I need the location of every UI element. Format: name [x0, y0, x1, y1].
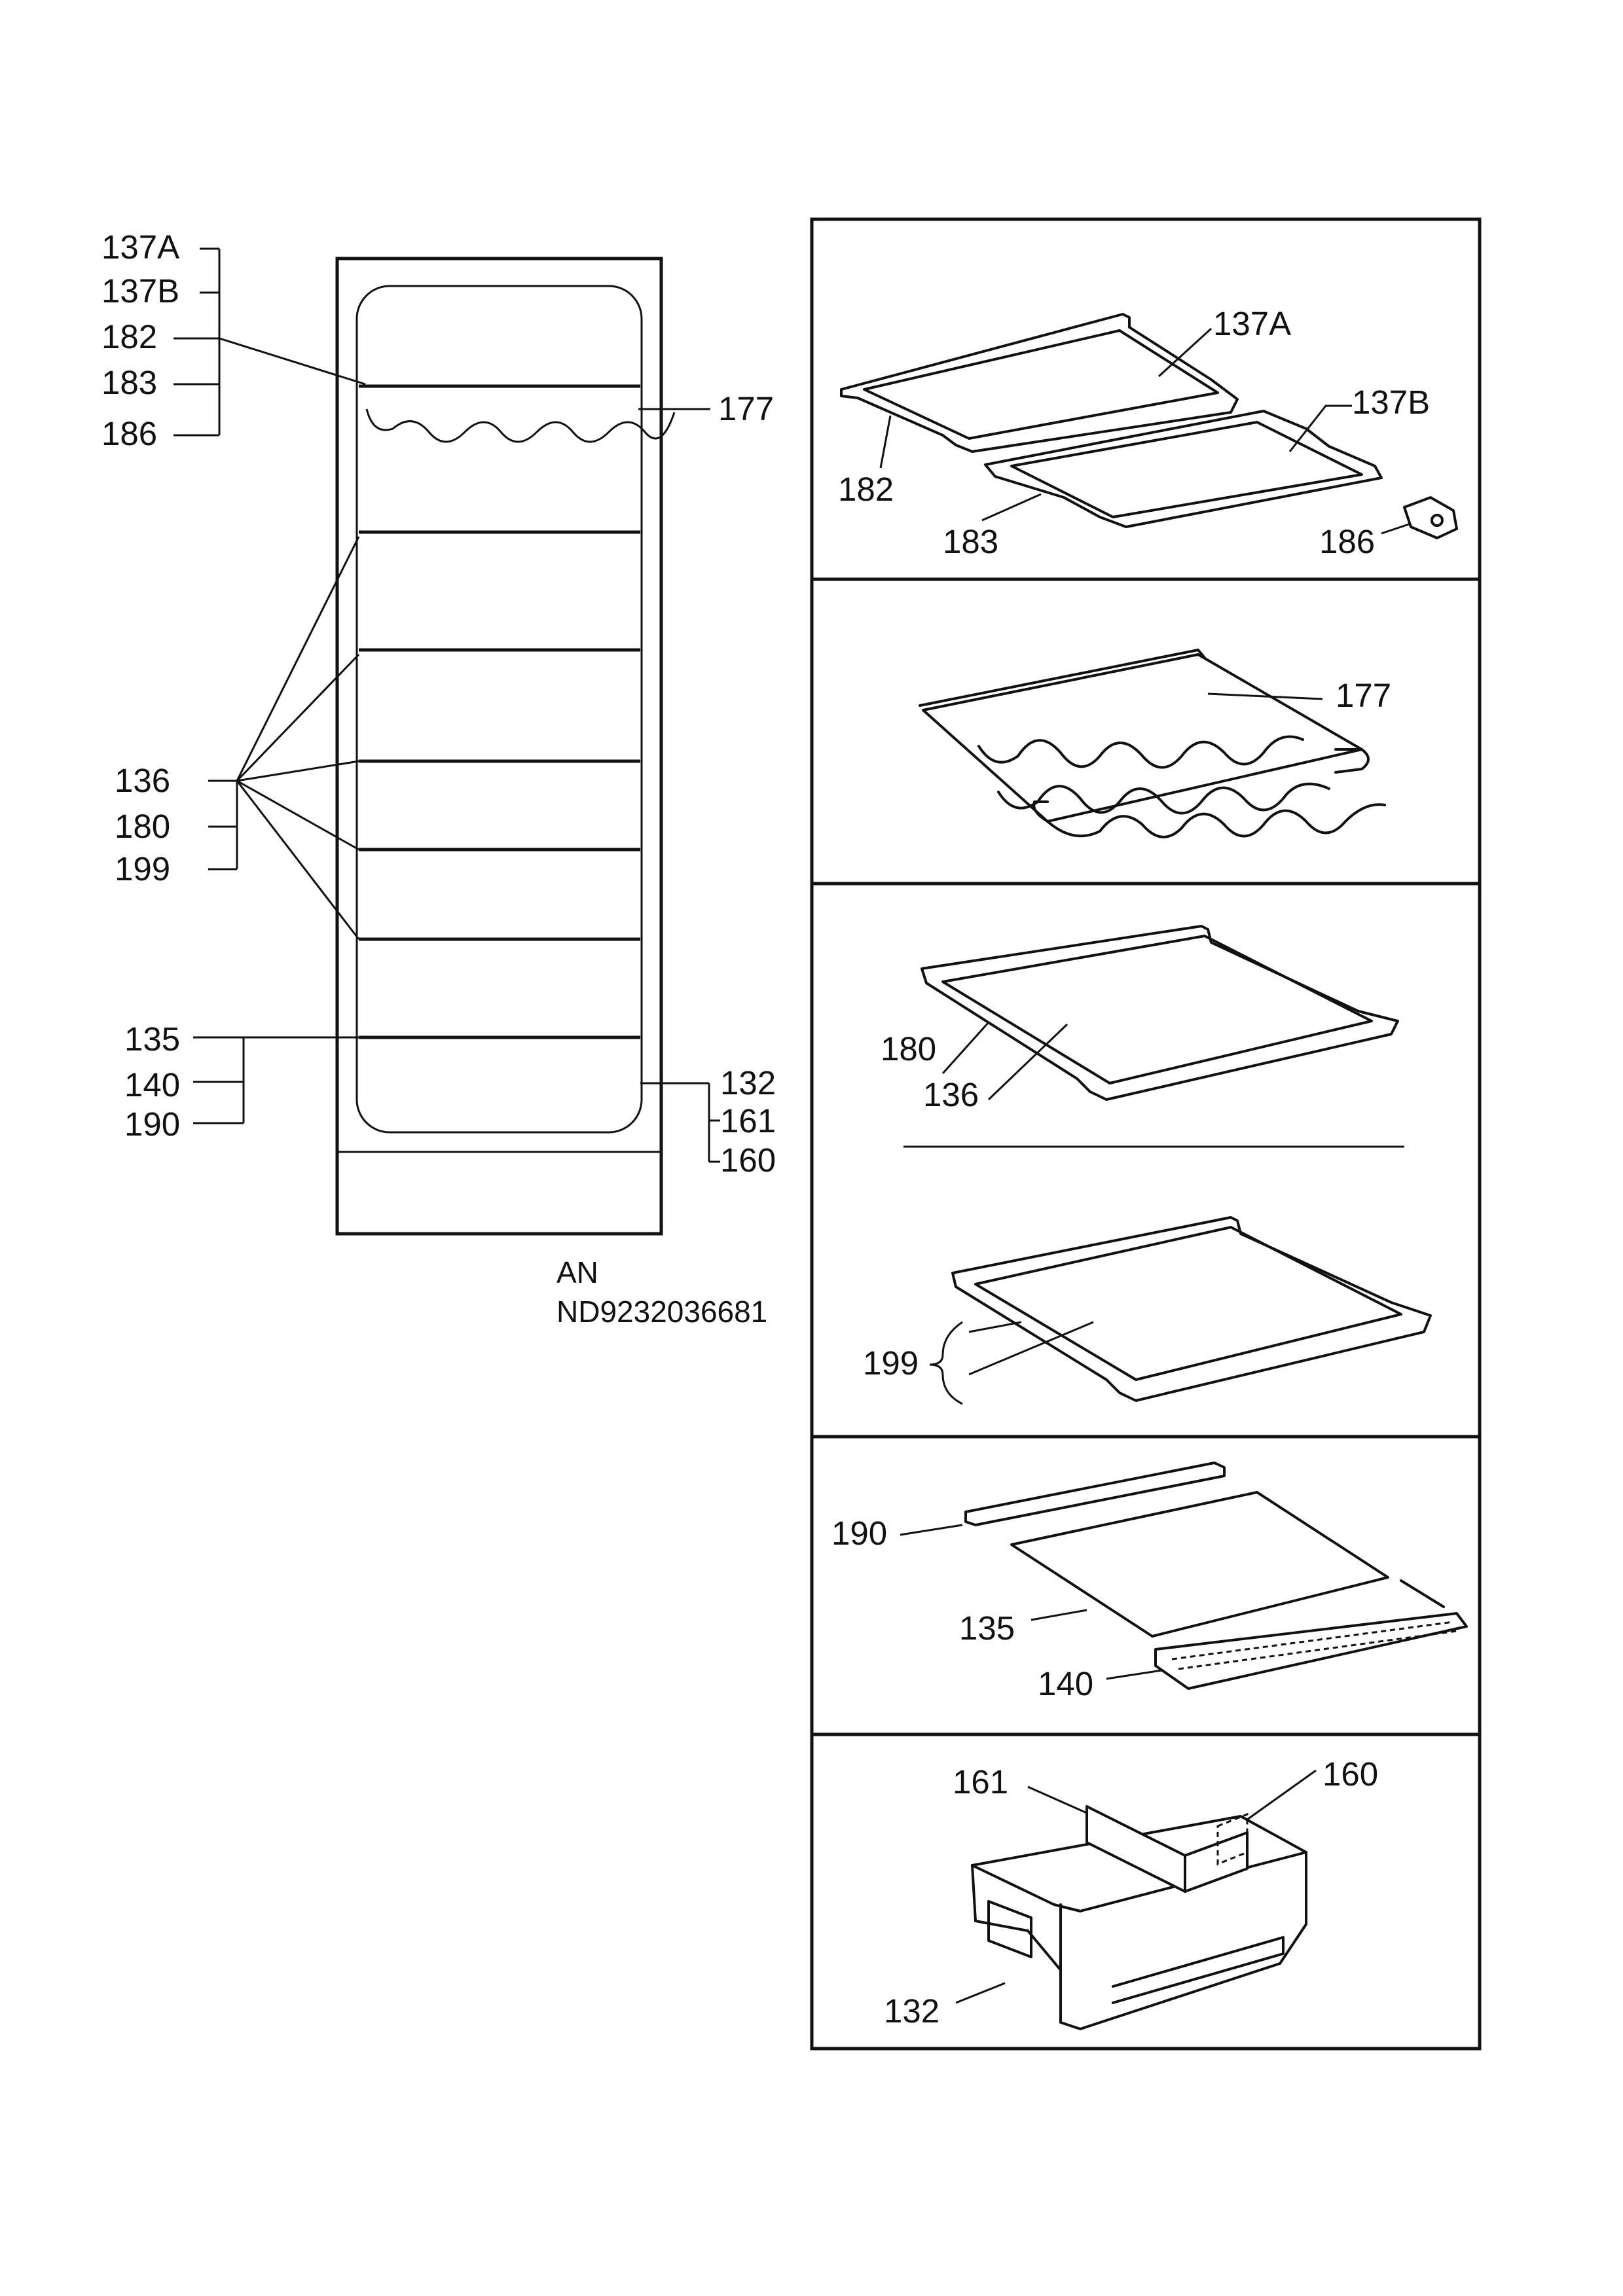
label-137a-p: 137A	[1213, 305, 1291, 342]
bracket-shelves	[208, 780, 238, 870]
leader-186-p	[1381, 522, 1412, 535]
panel-4-crisper-cover: 190 135 140	[831, 1462, 1468, 1702]
wine-rack-wave-2	[997, 782, 1330, 815]
callout-group-shelves: 136 180 199	[115, 536, 360, 940]
callout-group-top: 137A 137B 182 183 186	[101, 228, 366, 452]
wine-rack-ends	[1032, 748, 1370, 823]
label-140-p: 140	[1038, 1665, 1093, 1702]
shelf-137b-glass	[1010, 421, 1363, 518]
cabinet-outline	[335, 257, 663, 1236]
label-161: 161	[720, 1102, 776, 1139]
leader-161-p	[1027, 1785, 1087, 1814]
parts-panel-frame	[810, 217, 1482, 2051]
label-180: 180	[115, 808, 170, 845]
label-183: 183	[101, 364, 157, 401]
label-136-p: 136	[923, 1076, 979, 1113]
label-199: 199	[115, 850, 170, 888]
wine-rack-outline	[365, 408, 676, 443]
part-140-perforations	[1171, 1621, 1457, 1670]
label-160: 160	[720, 1141, 776, 1179]
leader-135-p	[1030, 1609, 1087, 1621]
shelf-199-frame	[951, 1216, 1432, 1402]
panel-5-drawer: 161 160 132	[884, 1755, 1378, 2030]
divider-161-side	[1184, 1831, 1249, 1893]
brace-199	[929, 1321, 963, 1405]
drawer-132-base-cut	[1112, 1936, 1285, 2004]
label-132-p: 132	[884, 1992, 939, 2030]
label-137a: 137A	[101, 228, 179, 266]
label-190: 190	[124, 1105, 180, 1143]
shelf-136-glass	[941, 935, 1373, 1085]
bracket-drawer	[640, 1082, 720, 1163]
label-177: 177	[718, 390, 774, 427]
part-160-clip	[1216, 1812, 1249, 1866]
leaders-shelves	[236, 536, 360, 940]
part-135-glass	[1010, 1491, 1389, 1638]
leader-177-p	[1207, 692, 1323, 700]
panel-1-shelves: 137A 137B 182 183 186	[838, 305, 1458, 560]
shelf-199-glass	[974, 1226, 1402, 1381]
label-182-p: 182	[838, 471, 894, 508]
part-186-hole	[1431, 514, 1444, 527]
label-132: 132	[720, 1064, 776, 1102]
label-199-p: 199	[863, 1344, 919, 1382]
wine-rack-wave-1	[977, 735, 1304, 769]
cabinet-overview: 137A 137B 182 183 186 177 136 180 199 13…	[101, 228, 776, 1329]
label-177-p: 177	[1336, 677, 1391, 714]
leader-160-p	[1247, 1769, 1317, 1821]
label-137b-p: 137B	[1352, 384, 1430, 421]
leader-183-p	[981, 493, 1042, 522]
label-183-p: 183	[943, 523, 998, 560]
panel-2-wine-rack: 177	[919, 649, 1391, 838]
callout-group-drawer: 132 161 160	[640, 1064, 776, 1179]
bracket-top	[173, 247, 221, 437]
part-140-end	[1400, 1579, 1445, 1608]
shelf-137b-frame	[984, 410, 1383, 528]
label-135-p: 135	[959, 1609, 1015, 1647]
leaders-199-p	[968, 1321, 1094, 1376]
panel-3-glass-shelves: 180 136 199	[863, 925, 1432, 1405]
label-186: 186	[101, 415, 157, 452]
part-140-grille	[1154, 1612, 1468, 1690]
label-136: 136	[115, 762, 170, 799]
part-186-clip	[1403, 496, 1458, 539]
leader-190-p	[900, 1524, 963, 1536]
leader-180-p	[941, 1021, 990, 1075]
leader-140-p	[1106, 1669, 1163, 1680]
code-line-1: AN	[556, 1255, 598, 1289]
label-161-p: 161	[953, 1763, 1008, 1801]
label-137b: 137B	[101, 272, 179, 310]
leader-top	[219, 337, 366, 386]
label-135: 135	[124, 1020, 180, 1058]
label-190-p: 190	[831, 1515, 887, 1552]
shelf-136-frame	[921, 925, 1399, 1101]
label-160-p: 160	[1322, 1755, 1378, 1793]
leader-182-p	[879, 415, 892, 469]
leader-137a-p	[1158, 327, 1213, 378]
code-line-2: ND9232036681	[556, 1295, 767, 1329]
bracket-bottom-shelf	[193, 1036, 359, 1124]
shelf-137a-glass	[863, 329, 1219, 440]
callout-177: 177	[638, 390, 774, 427]
label-140: 140	[124, 1066, 180, 1103]
wine-rack-frame	[919, 649, 1363, 823]
cabinet-inner-liner	[356, 285, 643, 1134]
callout-group-bottom-shelf: 135 140 190	[124, 1020, 359, 1143]
label-186-p: 186	[1319, 523, 1375, 560]
parts-panel: 137A 137B 182 183 186 177 180	[810, 217, 1482, 2051]
drawer-132-handle	[987, 1900, 1032, 1958]
wine-rack-wave-3	[1046, 803, 1386, 838]
leader-136-p	[987, 1023, 1068, 1101]
label-182: 182	[101, 318, 157, 355]
leader-132-p	[955, 1982, 1006, 2004]
leader-137b-p	[1288, 404, 1352, 452]
part-190-strip	[964, 1462, 1226, 1526]
shelf-137a-frame	[840, 313, 1239, 453]
label-180-p: 180	[881, 1030, 936, 1067]
